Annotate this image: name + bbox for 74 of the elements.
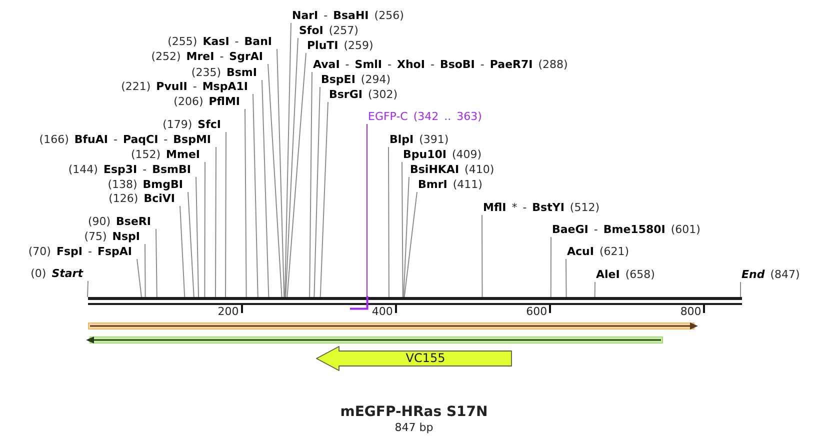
enzyme-site-label: (152) MmeI bbox=[130, 148, 205, 162]
leader-line bbox=[402, 162, 404, 298]
enzyme-site-label: (138) BmgBI bbox=[108, 178, 188, 192]
enzyme-site-label: BmrI (411) bbox=[417, 178, 482, 192]
enzyme-site-label: NarI - BsaHI (256) bbox=[291, 9, 404, 23]
leader-line bbox=[740, 282, 742, 298]
primer-label: EGFP-C (342 .. 363) bbox=[367, 110, 482, 124]
enzyme-site-label: BsrGI (302) bbox=[328, 88, 398, 102]
leader-line bbox=[268, 64, 282, 298]
leader-line bbox=[284, 22, 292, 298]
enzyme-site-label: (166) BfuAI - PaqCI - BspMI bbox=[39, 133, 216, 147]
leader-line bbox=[566, 258, 567, 298]
enzyme-site-label: (235) BsmI bbox=[191, 66, 262, 80]
enzyme-site-label: (75) NspI bbox=[84, 230, 145, 244]
enzyme-site-label: BsiHKAI (410) bbox=[409, 163, 494, 177]
leader-line bbox=[550, 236, 552, 298]
leader-line bbox=[196, 176, 200, 298]
leader-line bbox=[136, 258, 142, 298]
enzyme-site-label: (255) KasI - BanI bbox=[168, 35, 277, 49]
enzyme-site-label: (179) SfcI bbox=[162, 118, 226, 132]
enzyme-site-label: AcuI (621) bbox=[566, 245, 630, 259]
enzyme-site-label: (221) PvuII - MspA1I bbox=[121, 80, 253, 94]
sequence-end-label: (0) Start bbox=[30, 267, 88, 281]
tick-label: 200 bbox=[218, 305, 239, 319]
enzyme-site-label: (252) MreI - SgrAI bbox=[151, 50, 268, 64]
leader-line bbox=[225, 132, 226, 298]
tick-label: 600 bbox=[526, 305, 548, 319]
leader-line bbox=[244, 108, 247, 298]
enzyme-site-label: SfoI (257) bbox=[298, 24, 358, 38]
leader-line bbox=[87, 280, 88, 298]
enzyme-site-label: AleI (658) bbox=[595, 268, 655, 282]
sequence-length: 847 bp bbox=[394, 421, 434, 435]
leader-line bbox=[482, 214, 483, 298]
enzyme-site-label: PluTI (259) bbox=[306, 39, 374, 53]
enzyme-site-label: BspEI (294) bbox=[320, 73, 390, 87]
leader-line bbox=[252, 94, 258, 298]
sequence-backbone bbox=[88, 297, 742, 305]
enzyme-site-label: (90) BseRI bbox=[88, 215, 156, 229]
enzyme-site-label: (144) Esp3I - BsmBI bbox=[68, 163, 196, 177]
leader-line bbox=[262, 80, 270, 298]
enzyme-site-label: (70) FspI - FspAI bbox=[28, 245, 137, 259]
leader-line bbox=[156, 228, 158, 298]
leader-line bbox=[286, 52, 306, 298]
enzyme-site-label: (206) PflMI bbox=[174, 95, 245, 109]
leader-line bbox=[403, 176, 410, 298]
leader-line bbox=[214, 146, 216, 298]
map-title: mEGFP-HRas S17N bbox=[339, 403, 489, 421]
sequence-end-label: End (847) bbox=[740, 268, 800, 282]
enzyme-site-label: BaeGI - Bme1580I (601) bbox=[551, 223, 700, 237]
leader-line bbox=[204, 162, 206, 298]
leader-line bbox=[388, 146, 390, 298]
leader-line bbox=[188, 192, 194, 298]
leader-line bbox=[594, 282, 596, 298]
enzyme-site-label: AvaI - SmlI - XhoI - BsoBI - PaeR7I (288) bbox=[312, 58, 568, 72]
directional-feature-bar bbox=[86, 336, 663, 344]
leader-line bbox=[366, 124, 368, 296]
leader-line bbox=[144, 244, 146, 298]
leader-line bbox=[309, 72, 312, 298]
enzyme-site-label: (126) BciVI bbox=[108, 192, 180, 206]
leader-line bbox=[285, 38, 298, 298]
enzyme-site-label: BlpI (391) bbox=[388, 133, 449, 147]
leader-line bbox=[276, 48, 285, 298]
tick-label: 800 bbox=[680, 305, 702, 319]
feature-block bbox=[316, 346, 512, 371]
feature-label: VC155 bbox=[404, 350, 446, 367]
tick-label: 400 bbox=[372, 305, 393, 319]
primer-binding-mark bbox=[350, 296, 368, 310]
leader-line bbox=[180, 206, 186, 298]
leader-line bbox=[314, 86, 320, 298]
leader-line bbox=[320, 102, 328, 298]
leader-line bbox=[404, 192, 418, 298]
enzyme-site-label: Bpu10I (409) bbox=[402, 148, 482, 162]
enzyme-site-label: MflI* - BstYI (512) bbox=[482, 201, 600, 215]
directional-feature-bar bbox=[88, 322, 698, 330]
